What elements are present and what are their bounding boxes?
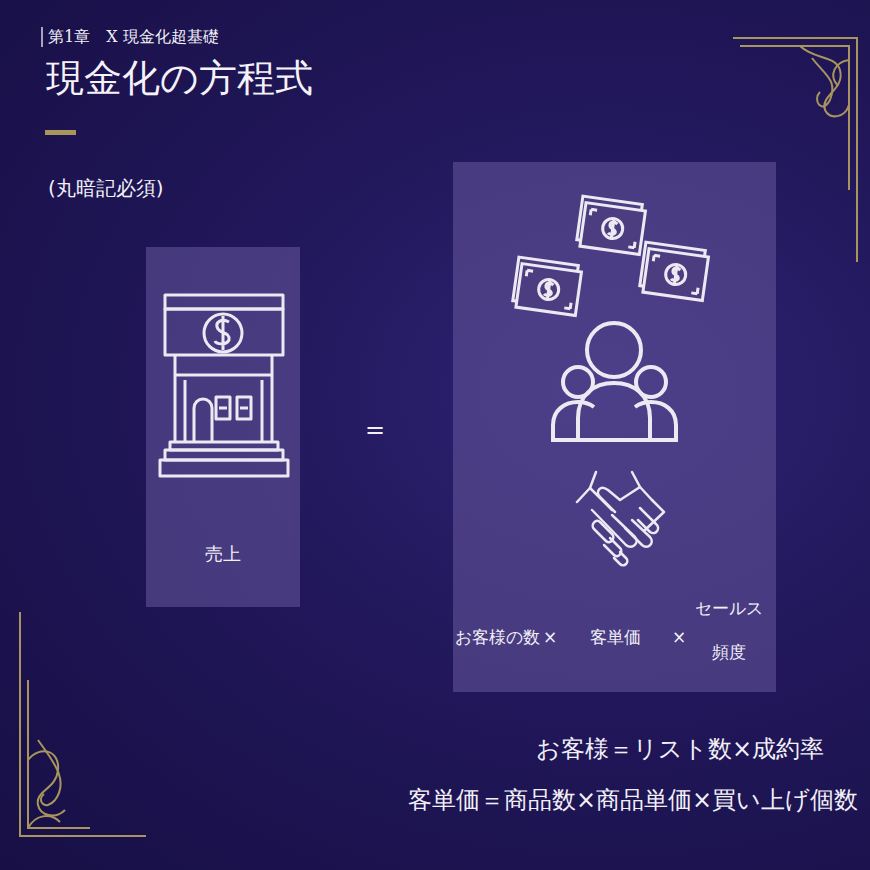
money-icon bbox=[512, 196, 709, 315]
people-icon bbox=[551, 323, 678, 440]
note-label: (丸暗記必須) bbox=[48, 175, 164, 202]
node-text: お客様の数 bbox=[455, 626, 540, 649]
formula-text: 客単価＝商品数×商品単価×買い上げ個数 bbox=[408, 784, 858, 816]
node-text: × bbox=[672, 627, 686, 647]
node-text: 売上 bbox=[205, 542, 241, 566]
chapter-label: 第1章 X 現金化超基礎 bbox=[48, 27, 219, 48]
node-text: セールス 頻度 bbox=[689, 586, 769, 674]
slide-title: 現金化の方程式 bbox=[46, 53, 313, 104]
formula-text: お客様＝リスト数×成約率 bbox=[536, 733, 824, 765]
panel-box: 売上 bbox=[146, 247, 300, 607]
node-text: × bbox=[543, 627, 557, 647]
equals-sign: = bbox=[365, 416, 385, 444]
handshake-icon bbox=[577, 472, 664, 565]
panel-box: お客様の数×客単価×セールス 頻度 bbox=[453, 162, 776, 692]
gold-ornament bbox=[20, 27, 857, 836]
node-text: 客単価 bbox=[590, 626, 641, 649]
shop-icon bbox=[160, 295, 288, 476]
